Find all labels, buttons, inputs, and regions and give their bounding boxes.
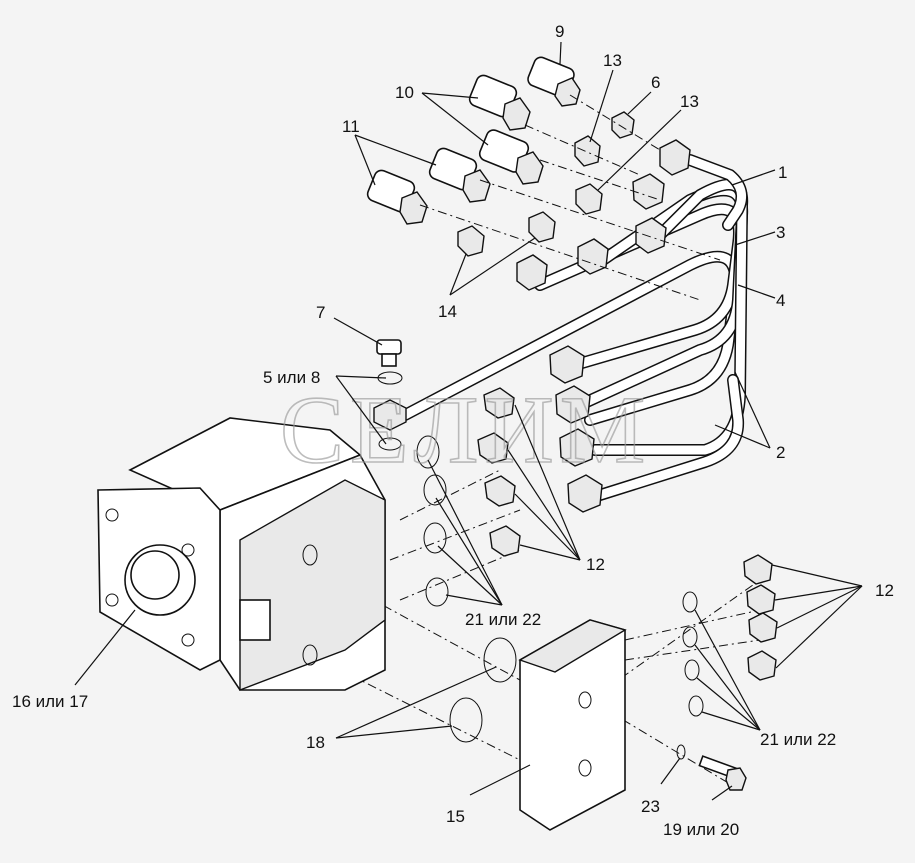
callout-7: 7 <box>316 303 325 322</box>
callout-3: 3 <box>776 223 785 242</box>
callout-13-lower: 13 <box>680 92 699 111</box>
callout-23: 23 <box>641 797 660 816</box>
adapter-fittings <box>366 56 581 225</box>
pump-body <box>97 417 386 692</box>
callout-10: 10 <box>395 83 414 102</box>
tube-end-nuts <box>516 139 691 513</box>
callout-6: 6 <box>651 73 660 92</box>
fittings-12-left <box>477 387 521 557</box>
callout-18: 18 <box>306 733 325 752</box>
watermark-text: СЕЛИМ <box>280 376 651 483</box>
leader-lines <box>74 41 863 801</box>
callout-11: 11 <box>342 117 360 136</box>
adapter-10-upper <box>468 74 531 131</box>
tube-assembly <box>399 154 749 501</box>
callout-12-left: 12 <box>586 555 605 574</box>
callout-21-left: 21 или 22 <box>465 610 541 629</box>
adapter-10-lower <box>478 129 544 185</box>
seal-rings-left <box>416 435 449 607</box>
callout-14: 14 <box>438 302 457 321</box>
plug-and-washers <box>373 339 407 451</box>
seal-rings-18 <box>449 637 517 743</box>
callout-15: 15 <box>446 807 465 826</box>
callout-12-right: 12 <box>875 581 894 600</box>
washer-and-bolt <box>676 744 747 791</box>
small-fittings <box>457 111 635 257</box>
adapter-11-left <box>366 169 428 225</box>
adapter-9 <box>527 56 581 107</box>
plate-15 <box>518 619 627 831</box>
callout-labels: 1 2 3 4 5 или 8 6 7 9 10 11 12 12 13 13 … <box>12 22 894 839</box>
callout-2: 2 <box>776 443 785 462</box>
seal-rings-right <box>682 591 704 717</box>
callout-5: 5 или 8 <box>263 368 320 387</box>
fittings-12-right <box>743 554 778 681</box>
adapter-11-right <box>428 147 491 203</box>
callout-1: 1 <box>778 163 787 182</box>
callout-4: 4 <box>776 291 785 310</box>
callout-9: 9 <box>555 22 564 41</box>
callout-19: 19 или 20 <box>663 820 739 839</box>
callout-16: 16 или 17 <box>12 692 88 711</box>
callout-13-upper: 13 <box>603 51 622 70</box>
callout-21-right: 21 или 22 <box>760 730 836 749</box>
